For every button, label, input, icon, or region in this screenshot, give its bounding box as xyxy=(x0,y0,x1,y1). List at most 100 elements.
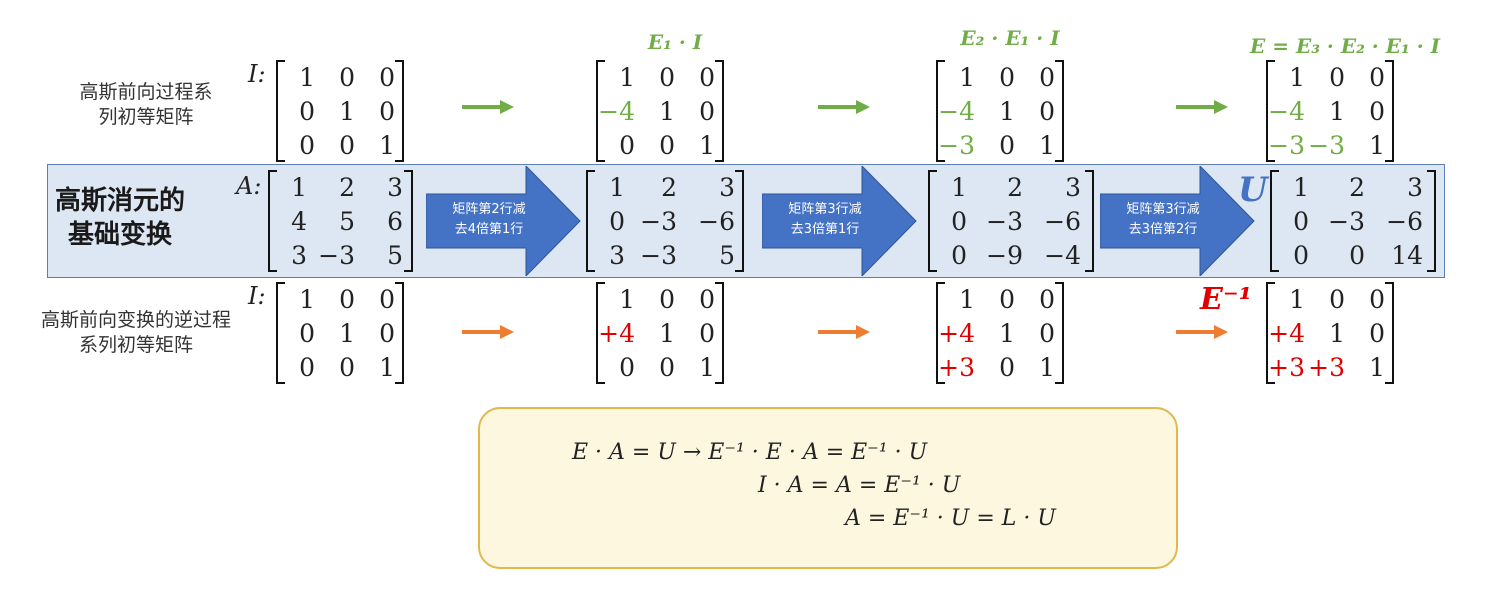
matrix-cell: 0 xyxy=(1293,206,1309,236)
matrix-cell: 1 xyxy=(999,318,1015,348)
matrix-cell: 0 xyxy=(659,352,675,382)
forward-row-label: 高斯前向过程系 列初等矩阵 xyxy=(79,81,213,128)
identity-label-bottom: I: xyxy=(248,282,266,310)
u-label: U xyxy=(1238,170,1268,210)
matrix-cell: 2 xyxy=(661,172,677,202)
matrix-cell: 0 xyxy=(1293,240,1309,270)
matrix-cell: 1 xyxy=(659,318,675,348)
matrix-cell: 3 xyxy=(387,172,403,202)
matrix-cell: 0 xyxy=(951,240,967,270)
matrix-cell: 0 xyxy=(299,96,315,126)
matrix-cell: 1 xyxy=(339,318,355,348)
matrix-cell: 0 xyxy=(1369,96,1385,126)
matrix-cell: 0 xyxy=(299,318,315,348)
matrix-cell: 1 xyxy=(951,172,967,202)
matrix-cell: 0 xyxy=(339,62,355,92)
green-arrow-3 xyxy=(1176,100,1228,114)
matrix-cell: −4 xyxy=(598,96,635,126)
matrix-cell: −3 xyxy=(640,240,677,270)
matrix-cell: 1 xyxy=(1369,352,1385,382)
e-full-label: E = E₃ · E₂ · E₁ · I xyxy=(1250,34,1440,58)
matrix-cell: 0 xyxy=(1369,318,1385,348)
matrix-cell: 0 xyxy=(1369,62,1385,92)
formula-line-2: I · A = A = E⁻¹ · U xyxy=(758,473,961,498)
e-inverse-label: E⁻¹ xyxy=(1200,282,1252,317)
matrix-cell: 1 xyxy=(609,172,625,202)
matrix-cell: 0 xyxy=(1329,62,1345,92)
matrix-cell: −3 xyxy=(1268,130,1305,160)
step-label-1: 矩阵第2行减 去4倍第1行 xyxy=(452,202,526,237)
e1-label: E₁ · I xyxy=(647,30,703,54)
matrix-cell: 0 xyxy=(1039,96,1055,126)
matrix-cell: 1 xyxy=(619,284,635,314)
matrix-cell: 0 xyxy=(339,284,355,314)
matrix-cell: +4 xyxy=(1268,318,1305,348)
matrix-cell: +4 xyxy=(938,318,975,348)
matrix-cell: 0 xyxy=(619,352,635,382)
matrix-cell: −4 xyxy=(1268,96,1305,126)
matrix-cell: 0 xyxy=(1039,284,1055,314)
matrix-cell: 1 xyxy=(959,284,975,314)
matrix-cell: 1 xyxy=(1329,96,1345,126)
matrix-cell: 0 xyxy=(999,352,1015,382)
step-label-2: 矩阵第3行减 去3倍第1行 xyxy=(788,202,862,237)
matrix-cell: 0 xyxy=(999,284,1015,314)
matrix-cell: 1 xyxy=(1293,172,1309,202)
matrix-cell: −4 xyxy=(1044,240,1081,270)
matrix-a-label: A: xyxy=(236,172,262,200)
matrix-cell: 0 xyxy=(951,206,967,236)
formula-line-3: A = E⁻¹ · U = L · U xyxy=(845,506,1056,531)
formula-line-1: E · A = U → E⁻¹ · E · A = E⁻¹ · U xyxy=(572,440,928,465)
matrix-cell: 2 xyxy=(1007,172,1023,202)
orange-arrow-1 xyxy=(462,325,514,339)
orange-arrow-3 xyxy=(1176,325,1228,339)
matrix-cell: 0 xyxy=(299,352,315,382)
matrix-cell: +4 xyxy=(598,318,635,348)
matrix-cell: 1 xyxy=(999,96,1015,126)
matrix-cell: 0 xyxy=(379,318,395,348)
matrix-cell: 3 xyxy=(1065,172,1081,202)
matrix-cell: −4 xyxy=(938,96,975,126)
matrix-cell: 0 xyxy=(699,62,715,92)
matrix-cell: 1 xyxy=(299,284,315,314)
matrix-cell: +3 xyxy=(938,352,975,382)
step-label-3: 矩阵第3行减 去3倍第2行 xyxy=(1126,202,1200,237)
matrix-cell: −3 xyxy=(938,130,975,160)
matrix-cell: 1 xyxy=(379,352,395,382)
matrix-cell: 1 xyxy=(299,62,315,92)
matrix-cell: −9 xyxy=(986,240,1023,270)
matrix-cell: 0 xyxy=(379,96,395,126)
matrix-cell: 2 xyxy=(1349,172,1365,202)
matrix-cell: 0 xyxy=(699,318,715,348)
matrix-cell: 0 xyxy=(299,130,315,160)
matrix-cell: −3 xyxy=(1308,130,1345,160)
matrix-cell: 0 xyxy=(379,62,395,92)
matrix-cell: +3 xyxy=(1308,352,1345,382)
matrix-cell: 0 xyxy=(1369,284,1385,314)
matrix-cell: −3 xyxy=(318,240,355,270)
matrix-cell: 0 xyxy=(1039,62,1055,92)
step-arrow-2: 矩阵第3行减 去3倍第1行 xyxy=(762,166,918,276)
matrix-cell: 0 xyxy=(609,206,625,236)
matrix-cell: 1 xyxy=(959,62,975,92)
matrix-cell: 0 xyxy=(999,130,1015,160)
inverse-row-label: 高斯前向变换的逆过程 系列初等矩阵 xyxy=(40,309,231,356)
matrix-cell: 5 xyxy=(339,206,355,236)
orange-arrow-2 xyxy=(818,325,870,339)
e2e1-label: E₂ · E₁ · I xyxy=(960,26,1060,50)
matrix-cell: 1 xyxy=(1329,318,1345,348)
matrix-cell: 0 xyxy=(659,284,675,314)
matrix-cell: 1 xyxy=(1289,62,1305,92)
step-arrow-3: 矩阵第3行减 去3倍第2行 xyxy=(1100,166,1256,276)
matrix-cell: 0 xyxy=(619,130,635,160)
matrix-cell: 0 xyxy=(1329,284,1345,314)
